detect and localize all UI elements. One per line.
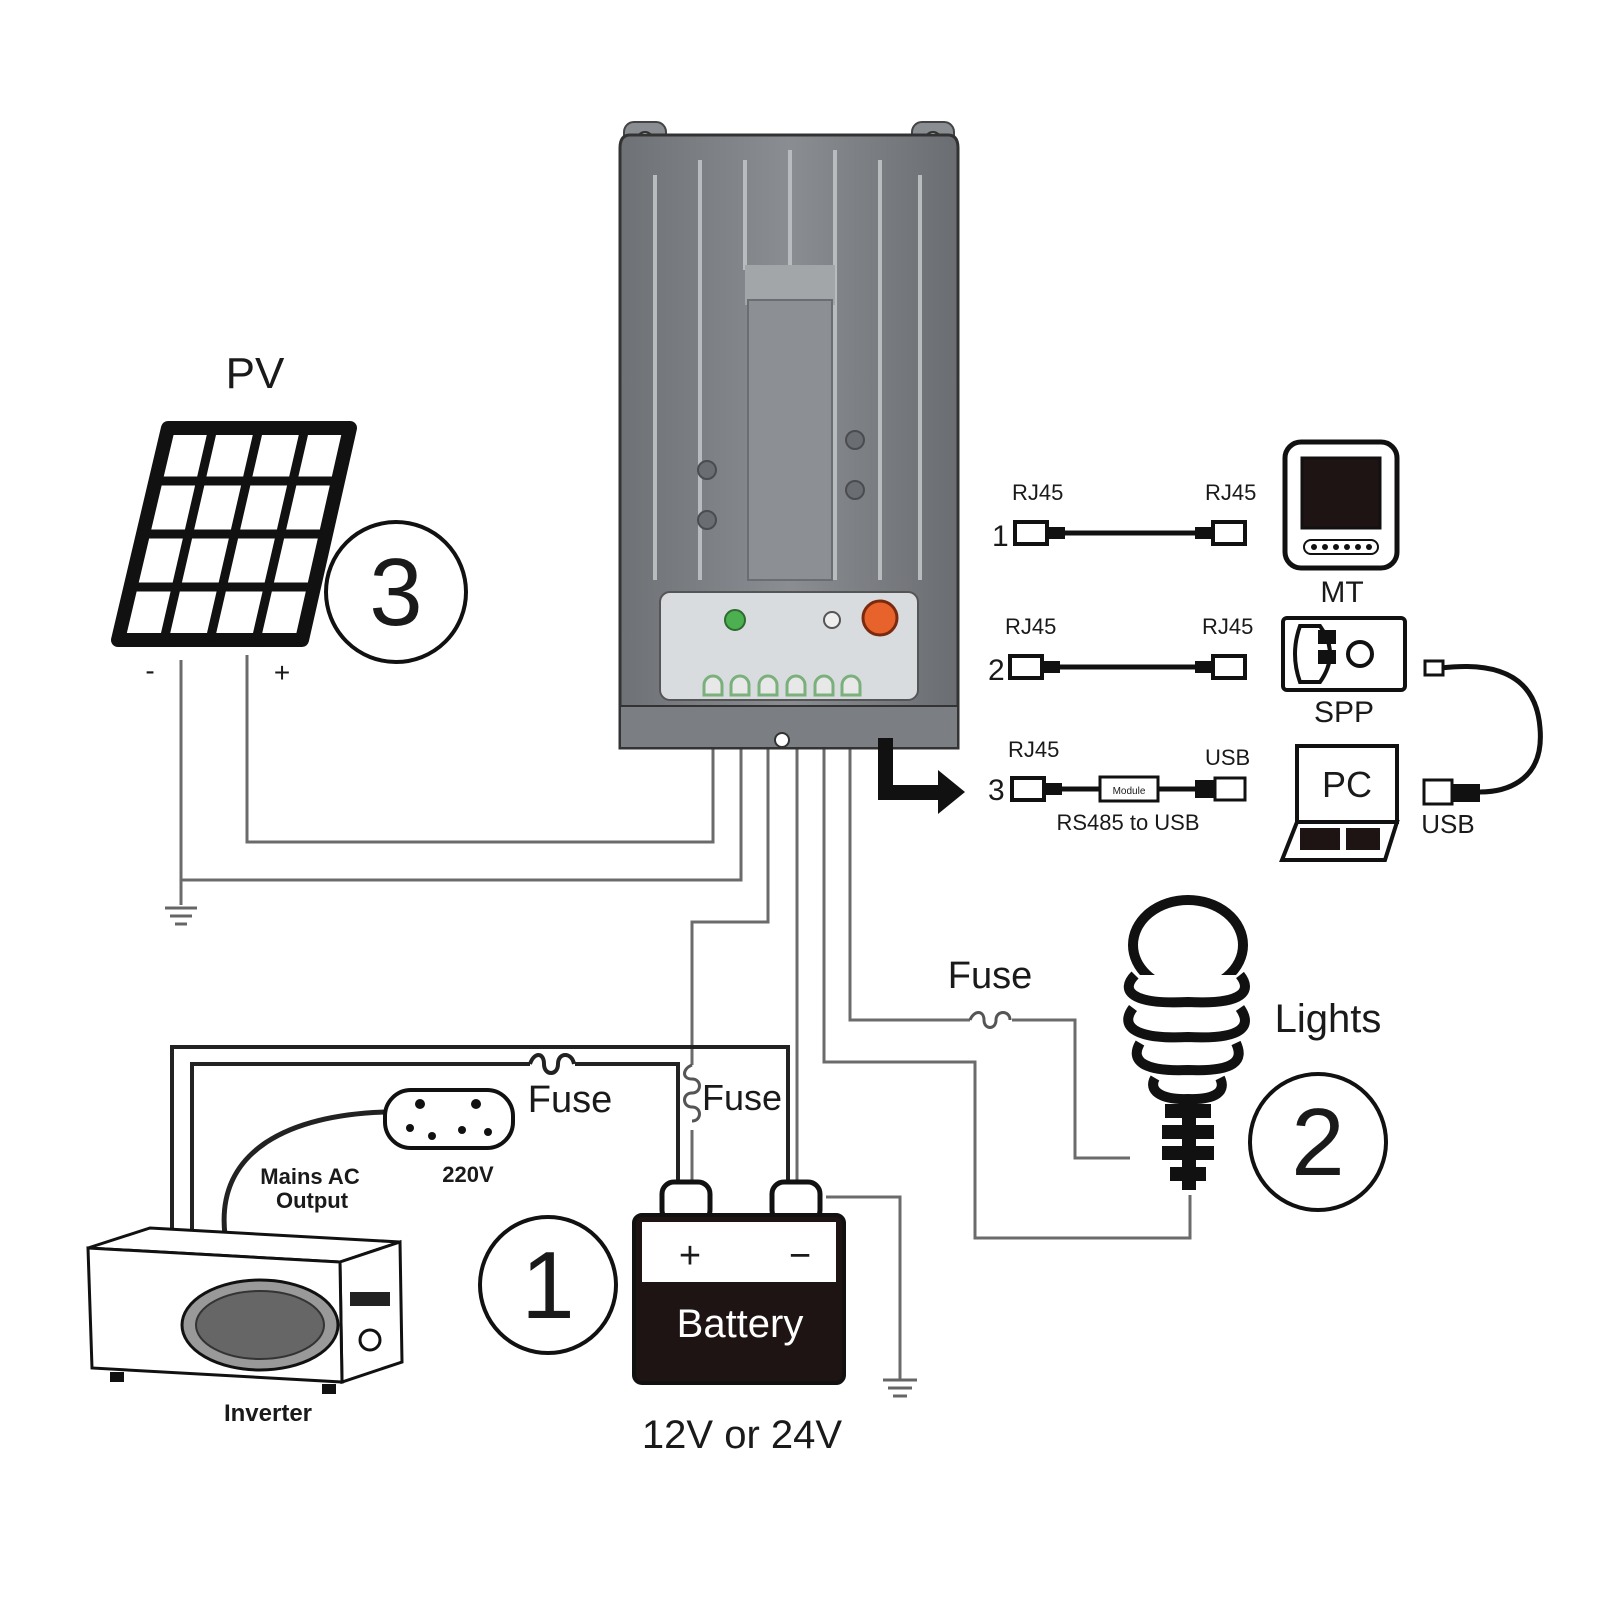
inverter-fuse-label: Fuse: [528, 1079, 612, 1121]
inverter-negative-wire: [170, 1045, 790, 1235]
usb-plug-icon: [1213, 776, 1247, 802]
mt-label: MT: [1320, 576, 1363, 609]
pv-negative-to-controller-wire: [181, 695, 743, 882]
battery-label: Battery: [677, 1302, 804, 1346]
mains-ac-label: Mains AC: [260, 1164, 360, 1189]
rj45-plug-icon: [1010, 776, 1046, 802]
load-fuse-label: Fuse: [948, 955, 1032, 997]
rj45-plug-icon: [1211, 520, 1247, 546]
comm-link-3-left-label: RJ45: [1008, 737, 1059, 762]
spp-device-icon: [1281, 616, 1407, 692]
spp-label: SPP: [1314, 696, 1374, 729]
battery-voltage-label: 12V or 24V: [642, 1413, 842, 1457]
comm-link-1-number: 1: [992, 520, 1009, 553]
pv-panel: [111, 421, 357, 647]
step-3-circle: [324, 520, 468, 664]
comm-port-arrow: [878, 738, 965, 814]
inverter-label: Inverter: [224, 1400, 312, 1427]
lights-label: Lights: [1275, 997, 1382, 1041]
rj45-plug-icon: [1211, 654, 1247, 680]
socket-voltage-label: 220V: [442, 1162, 494, 1187]
battery-minus-label: −: [789, 1235, 811, 1277]
usb-connector-icon: [1452, 784, 1480, 802]
comm-link-1-left-label: RJ45: [1012, 480, 1063, 505]
comm-link-3: 3 RJ45 USB Module RS485 to USB: [988, 737, 1250, 835]
step-1-circle: [478, 1215, 618, 1355]
pc-label: PC: [1322, 764, 1372, 805]
battery-plus-label: +: [679, 1235, 701, 1277]
usb-plug-pc-icon: [1422, 778, 1454, 806]
charge-controller: [618, 121, 960, 750]
usb-pc-label: USB: [1421, 809, 1474, 839]
mains-ac-cord: [221, 1109, 386, 1236]
inverter-positive-battery-wire: [575, 1062, 680, 1185]
load-fuse-symbol: [968, 1011, 1012, 1029]
step-2-number: 2: [1291, 1089, 1344, 1196]
pv-minus-label: -: [145, 655, 154, 686]
battery: [632, 1179, 846, 1385]
rj45-plug-icon: [1008, 654, 1044, 680]
rs485-caption: RS485 to USB: [1056, 810, 1199, 835]
inverter-icon: [86, 1226, 404, 1394]
step-3-number: 3: [369, 539, 422, 646]
ground-wire: [826, 1195, 902, 1380]
module-label: Module: [1113, 786, 1146, 797]
load-positive-wire: [848, 695, 970, 1022]
comm-link-2-right-label: RJ45: [1202, 614, 1253, 639]
inverter-positive-wire: [190, 1062, 530, 1235]
battery-led: [823, 611, 841, 629]
step-2-circle: [1248, 1072, 1388, 1212]
step-1-number: 1: [521, 1232, 574, 1339]
comm-link-1-right-label: RJ45: [1205, 480, 1256, 505]
mt-remote-meter-icon: [1282, 439, 1400, 571]
comm-link-3-number: 3: [988, 774, 1005, 807]
load-negative-wire: [822, 695, 1192, 1240]
comm-link-2: 2 RJ45 RJ45: [988, 614, 1253, 687]
rj45-plug-icon: [1013, 520, 1049, 546]
comm-link-3-right-label: USB: [1205, 745, 1250, 770]
battery-fuse-symbol: [683, 1063, 701, 1123]
pv-plus-label: +: [274, 657, 290, 688]
ground-symbol-battery: [883, 1378, 917, 1398]
comm-link-1: 1 RJ45 RJ45: [992, 480, 1256, 553]
battery-fuse-label: Fuse: [702, 1077, 782, 1118]
controller-button[interactable]: [861, 599, 899, 637]
ground-symbol-pv: [165, 906, 197, 926]
wiring: [170, 655, 1192, 1380]
comm-link-2-left-label: RJ45: [1005, 614, 1056, 639]
rs485-module-box: [1098, 775, 1160, 803]
load-to-bulb-wire: [1012, 1018, 1130, 1160]
comm-link-2-number: 2: [988, 654, 1005, 687]
mains-output-label: Output: [276, 1188, 349, 1213]
spp-connector-icon: [1423, 659, 1445, 677]
inverter-fuse-symbol: [528, 1053, 576, 1075]
battery-positive-wire: [690, 695, 770, 1065]
pv-positive-wire: [245, 655, 715, 844]
pc-laptop-icon: [1279, 744, 1400, 862]
spp-usb-cable: [1439, 664, 1543, 795]
pv-label: PV: [226, 349, 285, 398]
light-bulb-icon: [1123, 895, 1250, 1190]
charge-led: [724, 609, 746, 631]
power-socket-icon: [383, 1088, 515, 1150]
